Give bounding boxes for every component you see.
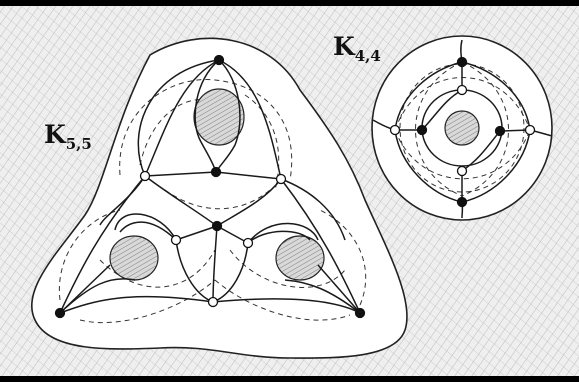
k44-black-vertex xyxy=(418,126,427,135)
k44-label-subscript: 4,4 xyxy=(355,47,381,65)
k55-black-vertex xyxy=(213,222,222,231)
k55-white-vertex xyxy=(244,239,253,248)
k55-white-vertex xyxy=(141,172,150,181)
k44-white-vertex xyxy=(458,167,467,176)
k44-black-vertex xyxy=(496,127,505,136)
k44-white-vertex xyxy=(458,86,467,95)
k44-white-vertex xyxy=(391,126,400,135)
k44-black-vertex xyxy=(458,58,467,67)
k55-label-main: K xyxy=(44,120,67,149)
k55-black-vertex xyxy=(212,168,221,177)
k55-black-vertex xyxy=(56,309,65,318)
k44-black-vertex xyxy=(458,198,467,207)
k55-white-vertex xyxy=(277,175,286,184)
k55-black-vertex xyxy=(356,309,365,318)
k55-white-vertex xyxy=(172,236,181,245)
k44-label-main: K xyxy=(333,32,356,61)
k44-white-vertex xyxy=(526,126,535,135)
k55-black-vertex xyxy=(215,56,224,65)
k55-label-subscript: 5,5 xyxy=(66,135,92,153)
k55-white-vertex xyxy=(209,298,218,307)
k44-hole xyxy=(445,111,479,145)
